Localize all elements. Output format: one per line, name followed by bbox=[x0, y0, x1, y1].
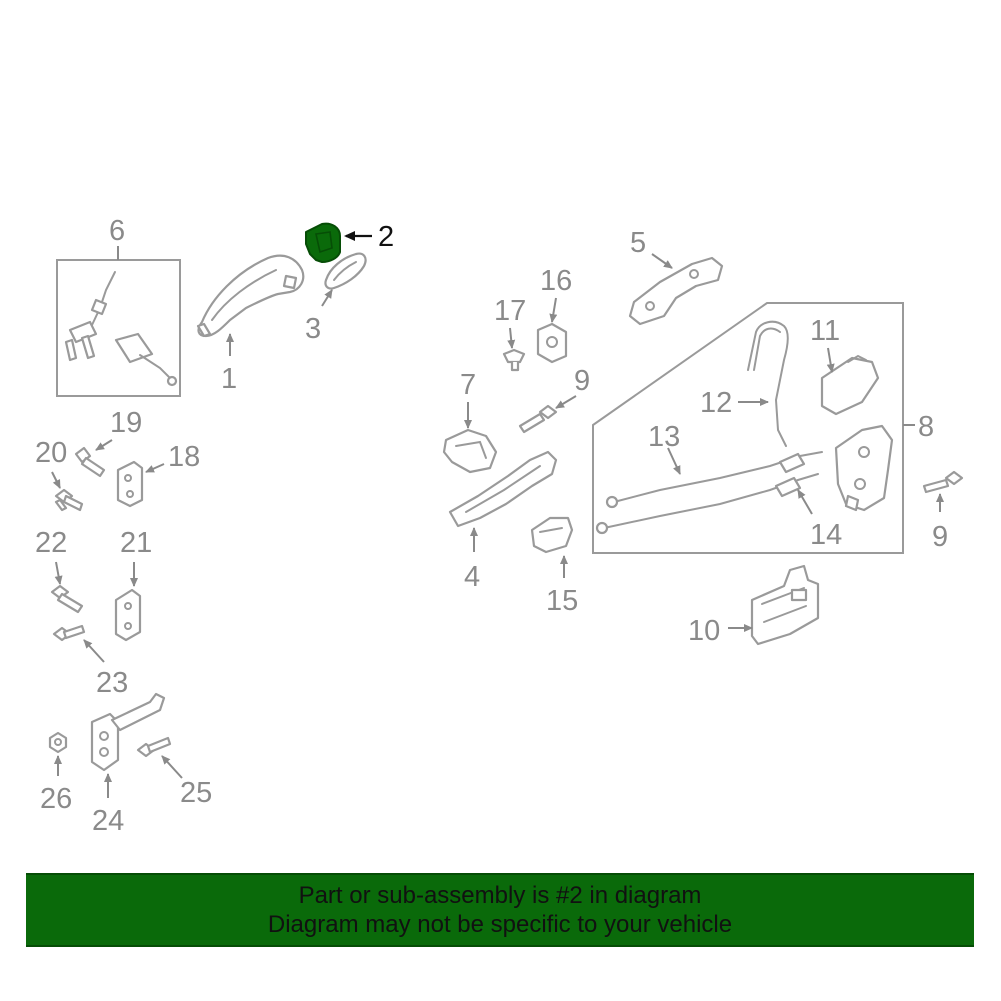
part-13-cables[interactable] bbox=[595, 451, 823, 535]
part-6-lock-cylinder-kit[interactable] bbox=[56, 246, 181, 397]
label-22: 22 bbox=[35, 527, 67, 559]
label-8: 8 bbox=[918, 411, 934, 443]
label-12: 12 bbox=[700, 387, 732, 419]
part-12-rod[interactable] bbox=[747, 320, 789, 447]
part-4-inner-handle[interactable] bbox=[448, 450, 558, 528]
label-10: 10 bbox=[688, 615, 720, 647]
part-23-bolt[interactable] bbox=[52, 624, 86, 642]
part-17-clip[interactable] bbox=[502, 348, 526, 372]
label-1: 1 bbox=[221, 363, 237, 395]
label-24: 24 bbox=[92, 805, 124, 837]
label-2: 2 bbox=[378, 221, 394, 253]
label-9b: 9 bbox=[932, 521, 948, 553]
part-26-nut[interactable] bbox=[48, 731, 68, 754]
label-6: 6 bbox=[109, 215, 125, 247]
part-2-handle-cap[interactable] bbox=[305, 222, 341, 263]
banner-line-2: Diagram may not be specific to your vehi… bbox=[267, 911, 733, 938]
label-3: 3 bbox=[305, 313, 321, 345]
label-19: 19 bbox=[110, 407, 142, 439]
label-9a: 9 bbox=[574, 365, 590, 397]
part-9b-screw[interactable] bbox=[922, 470, 964, 494]
label-15: 15 bbox=[546, 585, 578, 617]
label-13: 13 bbox=[648, 421, 680, 453]
part-2-shape bbox=[305, 222, 341, 263]
part-16-bracket[interactable] bbox=[536, 322, 568, 364]
label-18: 18 bbox=[168, 441, 200, 473]
part-5-frame[interactable] bbox=[628, 256, 724, 326]
banner-line-1: Part or sub-assembly is #2 in diagram bbox=[298, 882, 702, 909]
part-9a-screw[interactable] bbox=[518, 404, 558, 434]
part-7-base[interactable] bbox=[442, 428, 498, 474]
label-21: 21 bbox=[120, 527, 152, 559]
part-15-bezel[interactable] bbox=[530, 516, 574, 554]
part-24-door-check[interactable] bbox=[90, 692, 166, 772]
label-26: 26 bbox=[40, 783, 72, 815]
label-14: 14 bbox=[810, 519, 842, 551]
part-10-striker[interactable] bbox=[750, 564, 820, 646]
label-23: 23 bbox=[96, 667, 128, 699]
info-banner: Part or sub-assembly is #2 in diagram Di… bbox=[26, 873, 974, 947]
label-16: 16 bbox=[540, 265, 572, 297]
label-4: 4 bbox=[464, 561, 480, 593]
part-door-latch[interactable] bbox=[834, 424, 894, 512]
part-22-bolt[interactable] bbox=[50, 584, 84, 614]
label-5: 5 bbox=[630, 227, 646, 259]
part-25-bolt[interactable] bbox=[136, 736, 172, 758]
label-11: 11 bbox=[810, 315, 840, 347]
part-1-outer-handle[interactable] bbox=[196, 254, 305, 338]
label-7: 7 bbox=[460, 369, 476, 401]
part-18-hinge[interactable] bbox=[116, 460, 144, 508]
label-25: 25 bbox=[180, 777, 212, 809]
label-17: 17 bbox=[494, 295, 526, 327]
part-20b-bolt[interactable] bbox=[54, 488, 84, 512]
part-3-gasket[interactable] bbox=[324, 252, 367, 290]
label-20: 20 bbox=[35, 437, 67, 469]
part-21-hinge[interactable] bbox=[114, 588, 142, 642]
part-11-cover[interactable] bbox=[820, 354, 880, 416]
part-20-bolt[interactable] bbox=[74, 446, 106, 478]
lock-assembly-frame bbox=[592, 302, 904, 554]
